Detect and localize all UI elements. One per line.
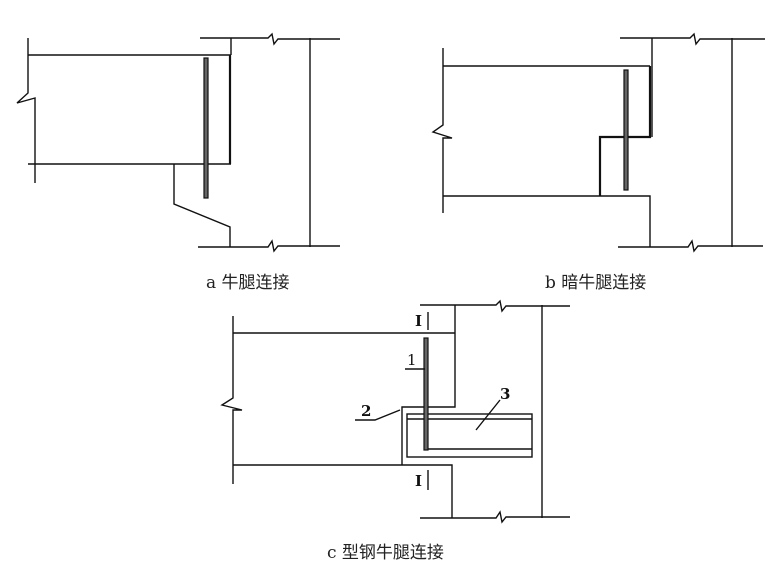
panel-a-corbel [173,164,231,247]
callout-3-leader [475,399,501,431]
panel-c-dowel-rod [423,337,429,451]
panel-a-beam-left-break [16,38,36,183]
panel-c-column-top [420,299,570,313]
panel-c-column-bottom [420,510,570,524]
panel-a-drawing [16,32,340,253]
panel-a-column-bottom [198,239,340,253]
panel-b-dowel-rod [623,69,629,191]
caption-b: b 暗牛腿连接 [545,273,647,293]
panel-c-drawing [220,299,570,524]
callout-2-leader [355,409,401,421]
panel-b-beam-left-break [431,48,453,213]
callout-3: 3 [500,385,511,403]
panel-c-steel-section [406,413,533,458]
panel-c-beam-left-break [220,316,243,484]
callout-2: 2 [361,402,372,420]
panel-c-column-lower [402,464,453,518]
panel-a-column-top [200,32,340,46]
panel-b-column-bottom [618,239,763,253]
section-mark-top: I [415,312,423,330]
section-mark-bottom: I [415,472,423,490]
panel-a-dowel-rod [203,57,209,199]
caption-c: c 型钢牛腿连接 [327,543,444,563]
panel-b-column-top [620,32,765,46]
caption-a: a 牛腿连接 [206,273,290,293]
panel-b-drawing [431,32,765,253]
callout-1: 1 [407,351,417,369]
panel-b-beam-bottom [443,195,651,247]
